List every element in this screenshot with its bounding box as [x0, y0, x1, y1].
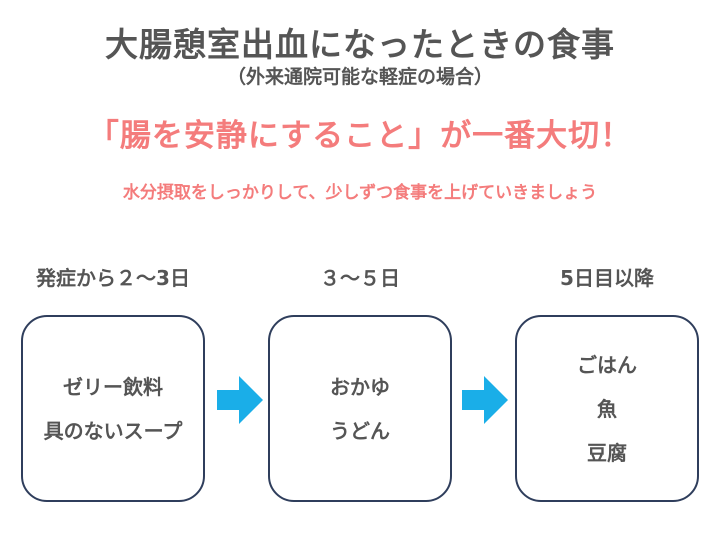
slide-title: 大腸憩室出血になったときの食事	[105, 25, 615, 64]
stage-1-food-1: ゼリー飲料	[63, 374, 163, 399]
slide-subtitle: （外来通院可能な軽症の場合）	[226, 66, 493, 88]
stage-1-box: ゼリー飲料 具のないスープ	[21, 315, 205, 502]
stage-3-food-1: ごはん	[577, 352, 637, 377]
stage-1-label: 発症から２〜3日	[36, 266, 190, 290]
stage-3-food-2: 魚	[597, 396, 617, 421]
stage-3-food-3: 豆腐	[587, 440, 627, 465]
advice-note: 水分摂取をしっかりして、少しずつ食事を上げていきましょう	[122, 183, 598, 203]
key-message: 「腸を安静にすること」が一番大切！	[87, 118, 633, 154]
stage-2-food-2: うどん	[330, 418, 390, 443]
stage-2-label: ３〜５日	[320, 266, 400, 290]
right-arrow-icon	[217, 376, 263, 424]
stage-1-food-2: 具のないスープ	[43, 418, 183, 443]
right-arrow-icon	[462, 376, 508, 424]
stage-3-box: ごはん 魚 豆腐	[515, 315, 699, 502]
stage-2-box: おかゆ うどん	[268, 315, 452, 502]
stage-2-food-1: おかゆ	[330, 374, 390, 399]
stage-3-label: 5日目以降	[560, 266, 654, 290]
